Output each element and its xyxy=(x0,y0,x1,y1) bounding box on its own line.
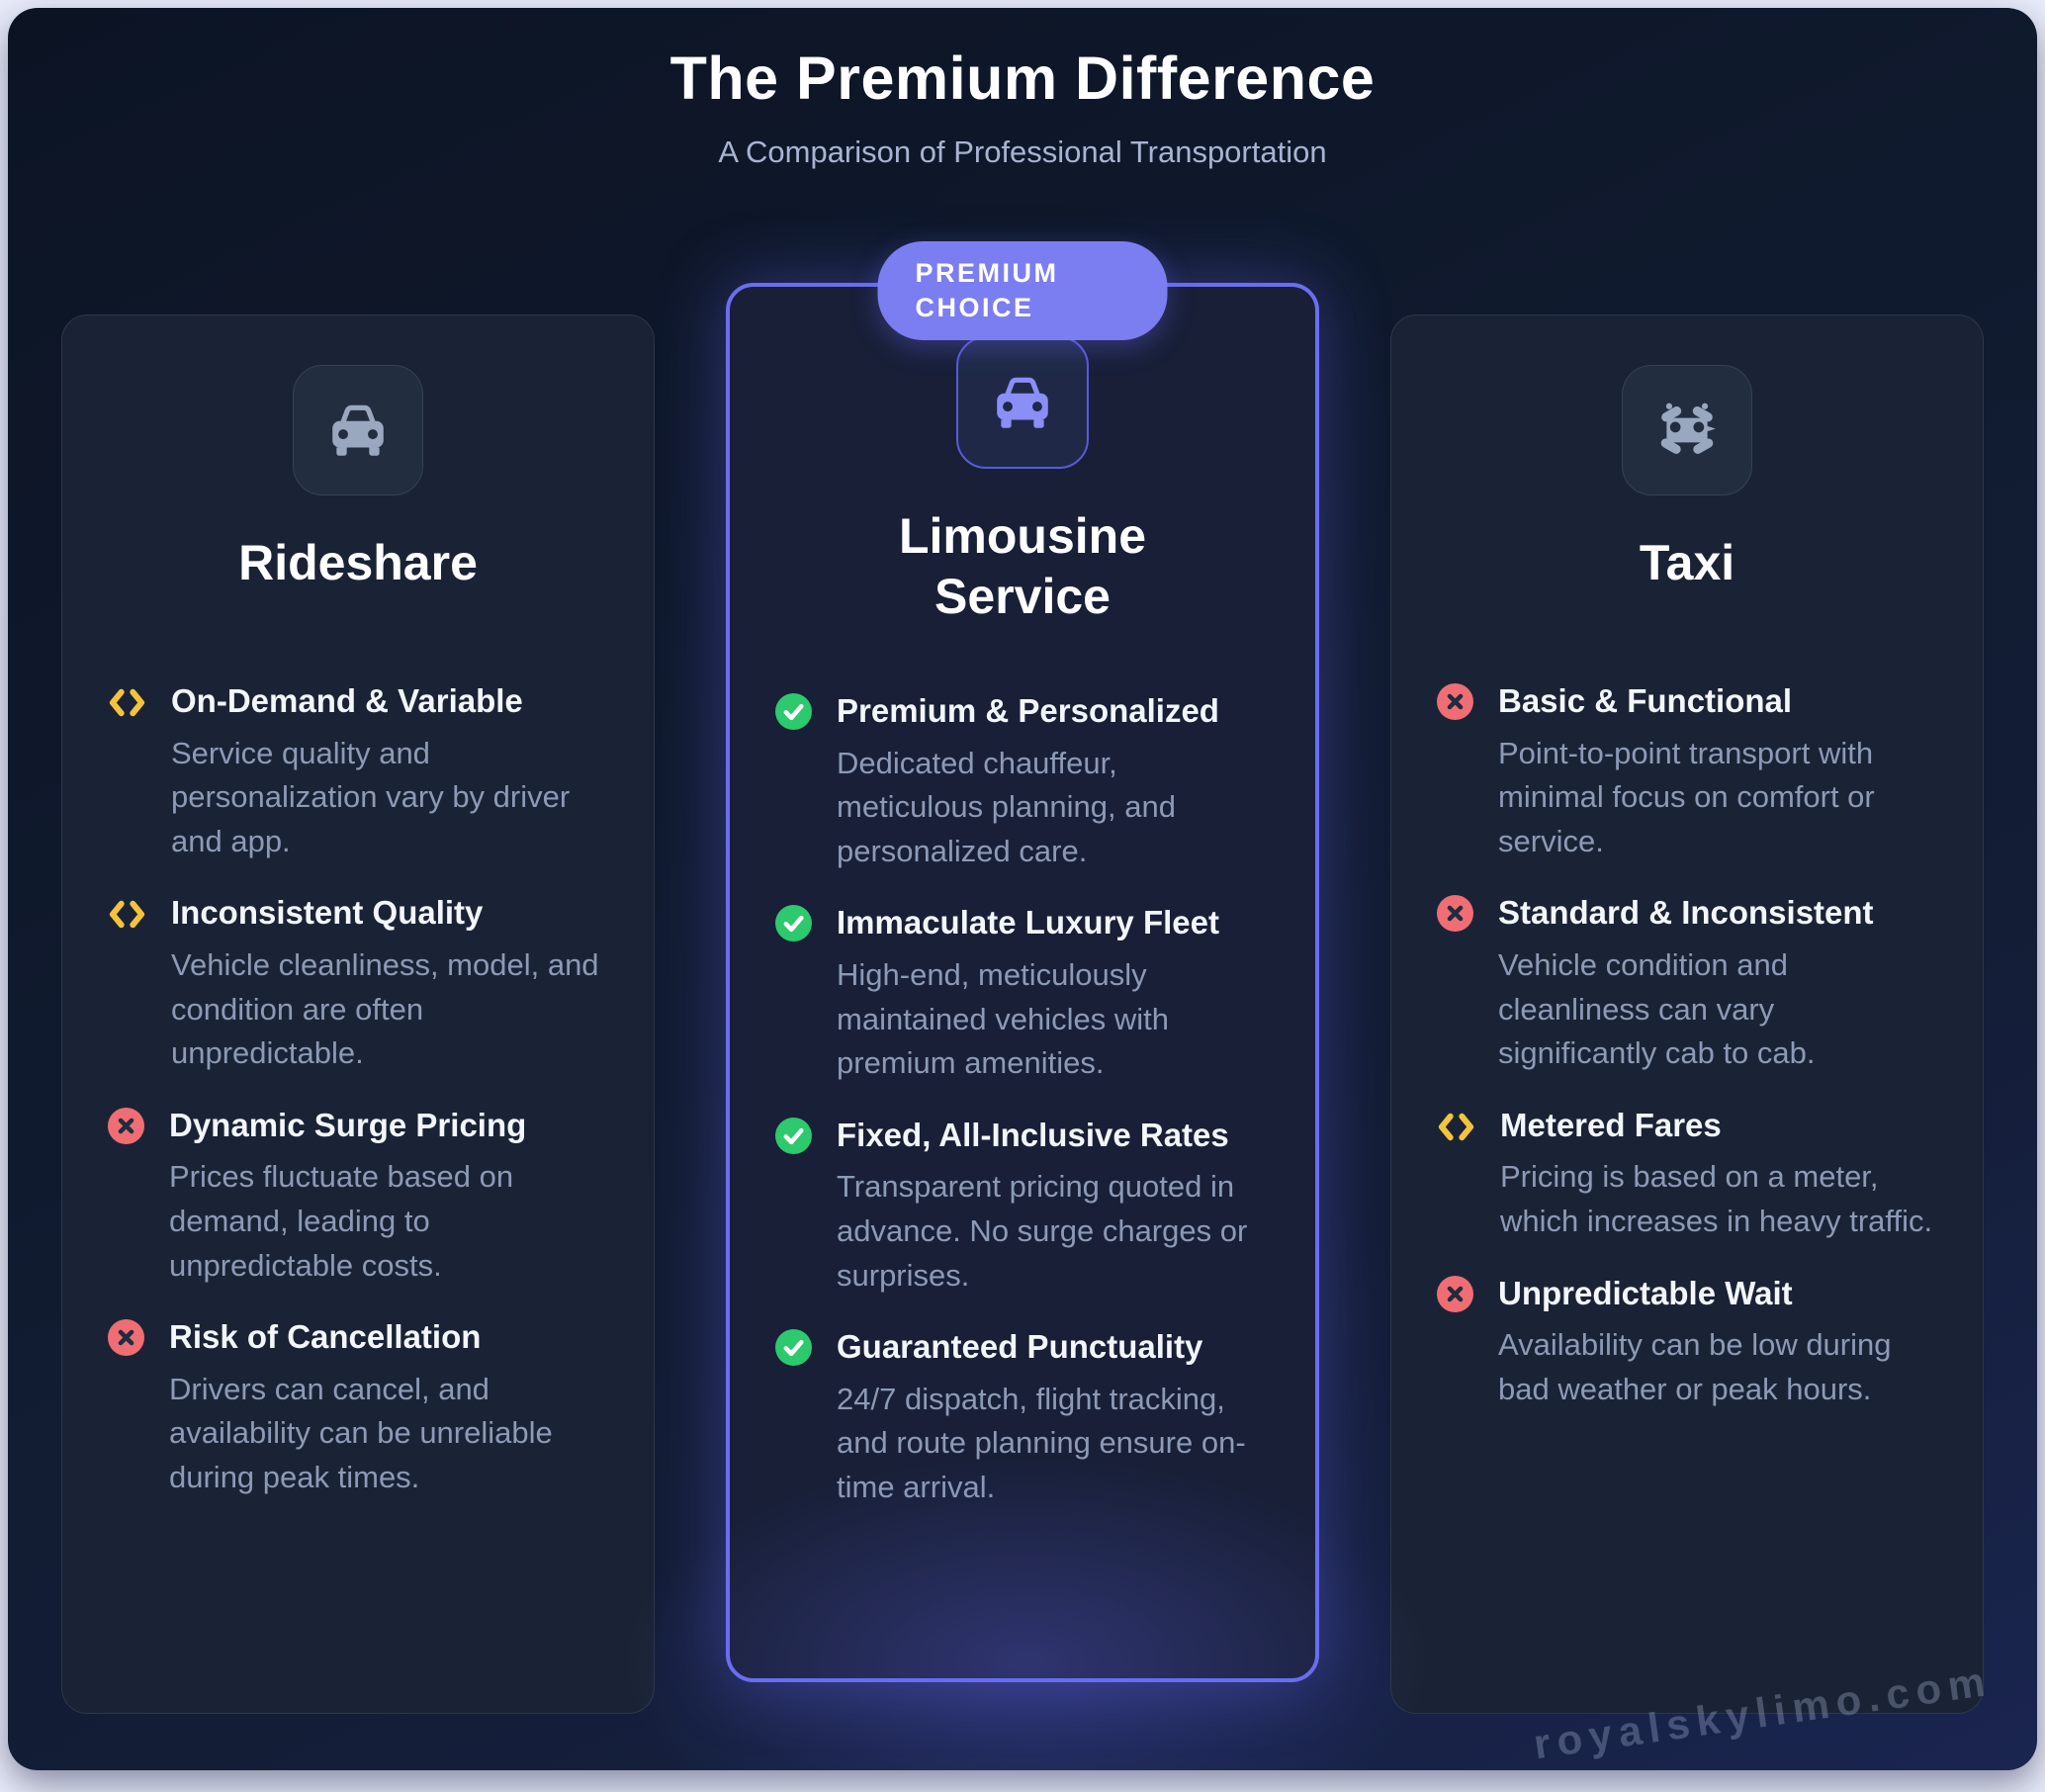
status-positive-icon xyxy=(775,693,812,730)
list-item: Fixed, All-Inclusive Rates Transparent p… xyxy=(775,1113,1270,1298)
page-subtitle: A Comparison of Professional Transportat… xyxy=(718,134,1327,169)
taxi-top-icon xyxy=(1660,403,1716,454)
limousine-feature-list: Premium & Personalized Dedicated chauffe… xyxy=(775,688,1270,1510)
feature-desc: Point-to-point transport with minimal fo… xyxy=(1498,735,1875,858)
feature-desc: Vehicle cleanliness, model, and conditio… xyxy=(171,946,599,1071)
card-title-limousine: Limousine Service xyxy=(898,508,1147,624)
list-item: On-Demand & Variable Service quality and… xyxy=(108,678,608,863)
status-negative-icon xyxy=(1437,1275,1473,1312)
feature-desc: Drivers can cancel, and availability can… xyxy=(169,1371,553,1494)
list-item: Guaranteed Punctuality 24/7 dispatch, fl… xyxy=(775,1324,1270,1509)
feature-title: Fixed, All-Inclusive Rates xyxy=(837,1116,1229,1153)
feature-title: On-Demand & Variable xyxy=(171,682,523,719)
premium-choice-badge: PREMIUM CHOICE xyxy=(877,241,1168,340)
feature-desc: 24/7 dispatch, flight tracking, and rout… xyxy=(837,1381,1246,1504)
feature-title: Standard & Inconsistent xyxy=(1498,894,1874,932)
badge-line-2: CHOICE xyxy=(915,293,1034,323)
feature-title: Metered Fares xyxy=(1500,1106,1722,1143)
status-neutral-icon xyxy=(108,895,146,932)
feature-desc: High-end, meticulously maintained vehicl… xyxy=(837,956,1170,1081)
feature-desc: Dedicated chauffeur, meticulous planning… xyxy=(837,745,1176,868)
list-item: Inconsistent Quality Vehicle cleanliness… xyxy=(108,890,608,1075)
feature-title: Immaculate Luxury Fleet xyxy=(837,904,1219,941)
rideshare-feature-list: On-Demand & Variable Service quality and… xyxy=(108,678,608,1500)
status-positive-icon xyxy=(775,905,812,942)
list-item: Dynamic Surge Pricing Prices fluctuate b… xyxy=(108,1103,608,1288)
comparison-cards-row: Rideshare On-Demand & Variable Service q… xyxy=(8,241,2037,1714)
status-negative-icon xyxy=(108,1319,144,1357)
feature-title: Guaranteed Punctuality xyxy=(837,1328,1203,1366)
status-positive-icon xyxy=(775,1117,812,1154)
list-item: Risk of Cancellation Drivers can cancel,… xyxy=(108,1314,608,1499)
list-item: Metered Fares Pricing is based on a mete… xyxy=(1437,1103,1937,1244)
page-title: The Premium Difference xyxy=(669,45,1376,112)
feature-title: Dynamic Surge Pricing xyxy=(169,1106,527,1143)
card-rideshare: Rideshare On-Demand & Variable Service q… xyxy=(61,314,655,1714)
status-neutral-icon xyxy=(108,683,146,720)
feature-desc: Service quality and personalization vary… xyxy=(171,735,571,858)
feature-title: Risk of Cancellation xyxy=(169,1318,482,1356)
status-negative-icon xyxy=(1437,683,1473,720)
limousine-icon-box xyxy=(956,336,1089,469)
taxi-icon-box xyxy=(1622,365,1752,495)
list-item: Basic & Functional Point-to-point transp… xyxy=(1437,678,1937,863)
rideshare-icon-box xyxy=(293,365,423,495)
card-title-taxi: Taxi xyxy=(1639,535,1735,590)
feature-title: Inconsistent Quality xyxy=(171,894,484,932)
taxi-feature-list: Basic & Functional Point-to-point transp… xyxy=(1437,678,1937,1411)
list-item: Standard & Inconsistent Vehicle conditio… xyxy=(1437,890,1937,1075)
list-item: Immaculate Luxury Fleet High-end, meticu… xyxy=(775,900,1270,1085)
feature-title: Unpredictable Wait xyxy=(1498,1274,1793,1311)
feature-desc: Transparent pricing quoted in advance. N… xyxy=(837,1169,1248,1293)
car-front-icon xyxy=(332,404,384,456)
infographic-board: The Premium Difference A Comparison of P… xyxy=(8,8,2037,1770)
header: The Premium Difference A Comparison of P… xyxy=(8,8,2037,170)
feature-desc: Prices fluctuate based on demand, leadin… xyxy=(169,1159,514,1283)
badge-line-1: PREMIUM xyxy=(915,258,1059,288)
car-front-icon xyxy=(997,377,1048,428)
feature-desc: Availability can be low during bad weath… xyxy=(1498,1327,1892,1406)
card-taxi: Taxi Basic & Functional Point-to-point t… xyxy=(1390,314,1984,1714)
feature-desc: Pricing is based on a meter, which incre… xyxy=(1500,1159,1933,1238)
status-negative-icon xyxy=(1437,895,1473,933)
status-negative-icon xyxy=(108,1107,144,1144)
card-limousine-service: PREMIUM CHOICE Limousine Service xyxy=(726,241,1319,1682)
status-neutral-icon xyxy=(1437,1108,1475,1144)
feature-title: Basic & Functional xyxy=(1498,682,1793,719)
feature-title: Premium & Personalized xyxy=(837,692,1219,729)
status-positive-icon xyxy=(775,1329,812,1367)
list-item: Premium & Personalized Dedicated chauffe… xyxy=(775,688,1270,873)
list-item: Unpredictable Wait Availability can be l… xyxy=(1437,1271,1937,1412)
feature-desc: Vehicle condition and cleanliness can va… xyxy=(1498,946,1816,1071)
card-title-rideshare: Rideshare xyxy=(238,535,478,590)
